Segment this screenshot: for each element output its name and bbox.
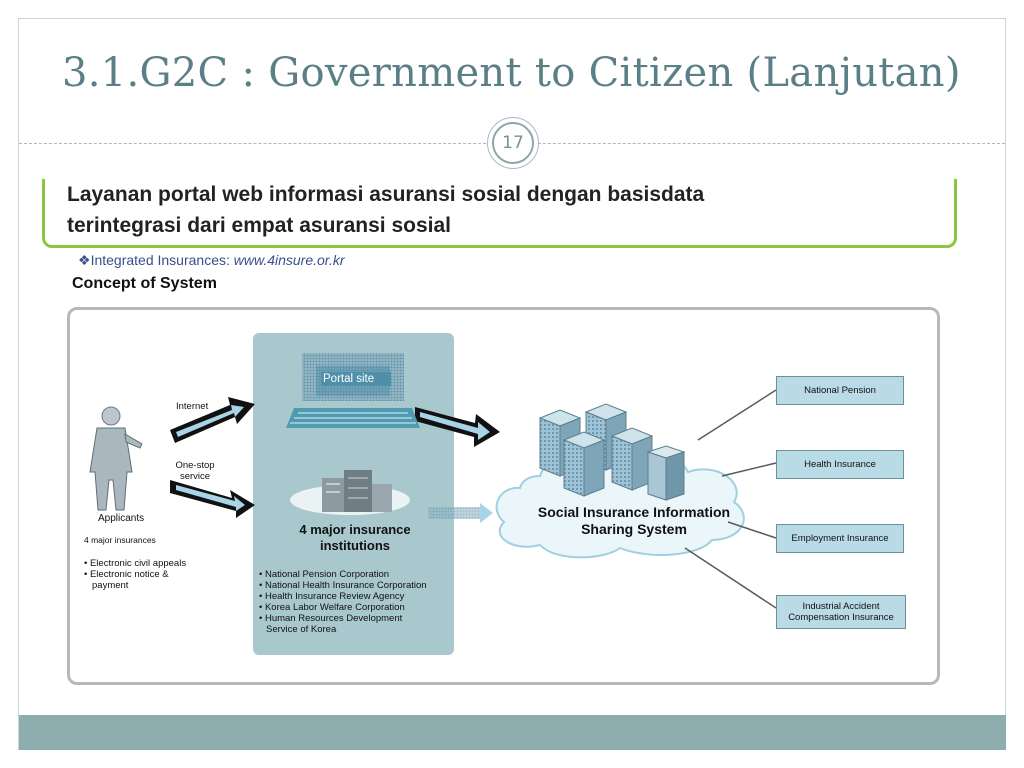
internet-arrow-icon: [170, 397, 255, 443]
list-item: • National Pension Corporation: [259, 569, 390, 580]
integrated-url: www.4insure.or.kr: [233, 252, 345, 268]
portal-site-label: Portal site: [321, 372, 391, 386]
page-number-badge: 17: [487, 117, 539, 169]
connector-lines: [684, 389, 777, 609]
institution-to-system-arrow-icon: [428, 503, 493, 523]
applicant-services-list: • Electronic civil appeals • Electronic …: [84, 558, 214, 591]
list-item: payment: [92, 580, 129, 591]
institutions-list: • National Pension Corporation • Nationa…: [259, 569, 455, 635]
industrial-accident-box: Industrial Accident Compensation Insuran…: [776, 595, 906, 629]
portal-to-system-arrow-icon: [415, 407, 500, 447]
onestop-arrow-icon: [170, 480, 255, 518]
banner-line-1: Layanan portal web informasi asuransi so…: [67, 183, 705, 206]
institutions-title: 4 major insurance institutions: [262, 522, 448, 554]
banner-line-2: terintegrasi dari empat asuransi sosial: [67, 214, 451, 237]
applicants-label: Applicants: [98, 513, 145, 524]
laptop-icon: [286, 353, 420, 428]
list-item: Service of Korea: [266, 624, 337, 635]
onestop-line-2: service: [179, 471, 211, 482]
summary-banner: Layanan portal web informasi asuransi so…: [42, 179, 957, 248]
list-item: • National Health Insurance Corporation: [259, 580, 427, 591]
page-number: 17: [492, 122, 534, 164]
footer-bar: [19, 715, 1006, 750]
health-insurance-box: Health Insurance: [776, 450, 904, 479]
list-item: • Health Insurance Review Agency: [259, 591, 405, 602]
four-major-label: 4 major insurances: [84, 535, 156, 545]
list-item: • Korea Labor Welfare Corporation: [259, 602, 405, 613]
list-item: • Human Resources Development: [259, 613, 403, 624]
onestop-line-1: One-stop: [175, 460, 215, 471]
integrated-insurances-line: ❖Integrated Insurances: www.4insure.or.k…: [78, 252, 345, 269]
server-cluster-icon: [538, 403, 686, 501]
institutions-title-line-1: 4 major insurance: [299, 522, 411, 537]
integrated-label: Integrated Insurances:: [90, 252, 234, 268]
sharing-system-label: Social Insurance Information Sharing Sys…: [522, 504, 746, 538]
list-item: • Electronic notice &: [84, 569, 169, 580]
onestop-label: One-stop service: [170, 460, 220, 482]
banner-text: Layanan portal web informasi asuransi so…: [67, 179, 704, 241]
employment-insurance-box: Employment Insurance: [776, 524, 904, 553]
industrial-accident-line-1: Industrial Accident: [802, 601, 880, 612]
slide-title: 3.1.G2C : Government to Citizen (Lanjuta…: [62, 50, 961, 96]
industrial-accident-line-2: Compensation Insurance: [788, 612, 894, 623]
sharing-system-line-2: Sharing System: [581, 521, 687, 537]
concept-heading: Concept of System: [72, 275, 217, 292]
list-item: • Electronic civil appeals: [84, 558, 187, 569]
diamond-bullet-icon: ❖: [78, 252, 91, 268]
internet-label: Internet: [176, 401, 209, 412]
institution-building-icon: [290, 470, 410, 515]
national-pension-box: National Pension: [776, 376, 904, 405]
institutions-title-line-2: institutions: [319, 538, 391, 553]
applicant-figure-icon: [89, 406, 143, 511]
sharing-system-line-1: Social Insurance Information: [537, 504, 731, 520]
